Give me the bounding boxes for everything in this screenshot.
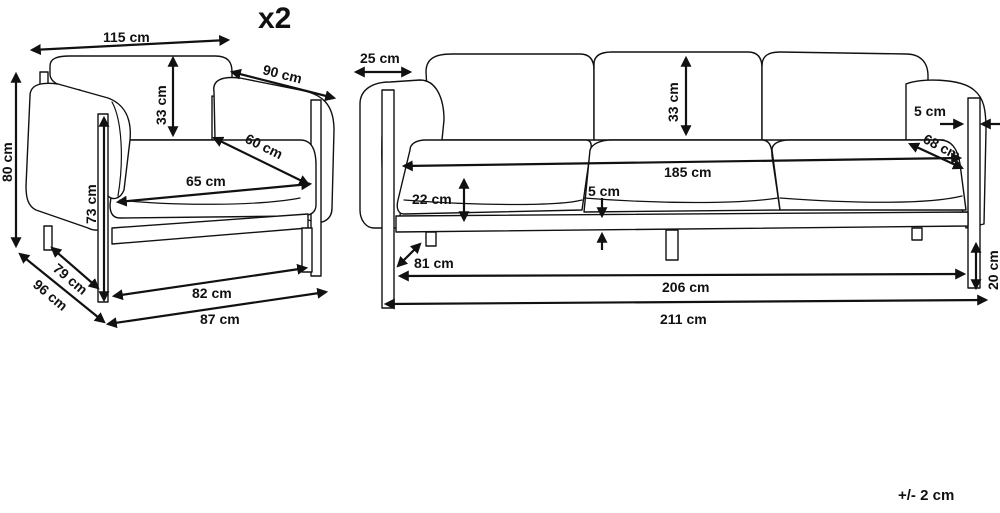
armchair-back-height-label: 33 cm — [153, 85, 169, 125]
sofa-armrest-thickness-label: 5 cm — [914, 103, 946, 119]
sofa-seat-gap-label: 5 cm — [588, 183, 620, 199]
sofa-side-depth-label: 81 cm — [414, 255, 454, 271]
sofa-back-leg-right — [911, 227, 923, 241]
sofa-seat-width-label: 185 cm — [664, 164, 711, 180]
armchair-outer-width-dimension — [105, 287, 329, 329]
sofa-center-leg — [665, 229, 679, 261]
sofa-back-leg-left — [425, 231, 437, 247]
armchair-width-top-dimension — [29, 34, 231, 56]
armchair-seat-width-dimension — [115, 179, 313, 207]
armchair-width-top-label: 115 cm — [103, 29, 150, 45]
armchair-seat-frame — [111, 213, 309, 245]
sofa-back-cushion-left — [425, 53, 595, 141]
sofa-seat-seam-middle — [583, 197, 779, 204]
armchair-inner-width-label: 82 cm — [192, 285, 232, 301]
sofa-total-length-label: 211 cm — [660, 311, 707, 327]
armchair-armrest-depth-label: 90 cm — [261, 61, 303, 86]
sofa-side-depth-dimension — [396, 242, 422, 268]
tolerance-note: +/- 2 cm — [898, 487, 954, 504]
sofa-leg-height-label: 20 cm — [985, 250, 1000, 290]
sofa-seat-seam-left — [403, 199, 583, 206]
armchair-armrest-depth-dimension — [229, 68, 337, 102]
sofa-seat-frame — [395, 211, 969, 233]
sofa-back-height-label: 33 cm — [665, 82, 681, 122]
armchair-depth-outer-dimension — [18, 252, 106, 324]
sofa-seat-seam-right — [779, 195, 963, 203]
sofa-right-leg — [967, 97, 981, 289]
sofa-inner-length-label: 206 cm — [662, 279, 709, 295]
armchair-right-back-leg — [301, 227, 313, 273]
sofa-left-leg — [381, 89, 395, 309]
sofa-inner-length-dimension — [397, 268, 967, 282]
armchair-seat-width-label: 65 cm — [186, 173, 226, 189]
armchair-total-height-label: 80 cm — [0, 142, 15, 182]
sofa-armrest-width-label: 25 cm — [360, 50, 400, 66]
sofa-drawing: 25 cm 33 cm 5 cm 68 cm 185 cm 22 cm 5 cm… — [353, 50, 1000, 327]
armchair-back-leg-left-foot — [43, 225, 53, 251]
armchair-outer-width-label: 87 cm — [200, 311, 240, 327]
sofa-seat-width-dimension — [401, 152, 963, 172]
sofa-seat-height-label: 22 cm — [412, 191, 452, 207]
sofa-back-cushion-right — [761, 51, 929, 141]
armchair-drawing: 115 cm 33 cm 90 cm 60 cm 65 cm 80 cm 73 … — [0, 2, 337, 329]
sofa-total-length-dimension — [383, 294, 989, 310]
armchair-seat-depth-dimension — [212, 136, 310, 186]
quantity-multiplier: x2 — [258, 2, 291, 35]
armchair-leg-height-label: 73 cm — [83, 184, 99, 224]
